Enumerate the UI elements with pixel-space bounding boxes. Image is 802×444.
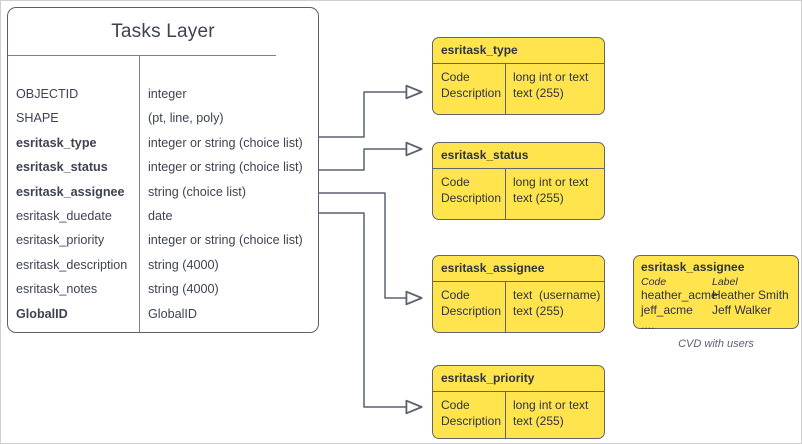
cvd-header-label: Label	[712, 276, 738, 288]
field-name: esritask_priority	[16, 233, 105, 248]
field-type: (pt, line, poly)	[148, 111, 224, 126]
field-type: integer or string (choice list)	[148, 233, 303, 248]
field-type: integer or string (choice list)	[148, 160, 303, 175]
table-row[interactable]: esritask_priority integer or string (choi…	[8, 228, 318, 252]
domain-column-divider	[505, 281, 506, 332]
domain-right-cell: text (username) text (255)	[513, 288, 601, 318]
field-name: esritask_type	[16, 135, 97, 150]
connector-priority	[319, 212, 423, 415]
field-type: string (4000)	[148, 257, 219, 272]
field-type: string (4000)	[148, 282, 219, 297]
cvd-box-esritask-assignee[interactable]: esritask_assignee Code Label heather_acm…	[633, 255, 799, 332]
field-name: SHAPE	[16, 111, 59, 126]
connector-status	[319, 141, 423, 171]
field-name: esritask_duedate	[16, 208, 112, 223]
field-name: esritask_assignee	[16, 184, 125, 199]
domain-box-esritask-priority[interactable]: esritask_priority Code Description long …	[432, 365, 605, 439]
field-name: esritask_status	[16, 160, 108, 175]
field-type: GlobalID	[148, 306, 197, 321]
field-name: GlobalID	[16, 306, 68, 321]
domain-right-cell: long int or text text (255)	[513, 70, 589, 100]
table-row[interactable]: esritask_notes string (4000)	[8, 277, 318, 301]
title-divider	[8, 55, 276, 56]
page-title: Tasks Layer	[111, 21, 215, 42]
domain-header-divider	[433, 168, 604, 169]
cvd-header-code: Code	[641, 276, 667, 288]
table-row[interactable]: SHAPE (pt, line, poly)	[8, 106, 318, 130]
domain-header-divider	[433, 63, 604, 64]
cvd-codes: heather_acme jeff_acme ....	[641, 288, 718, 332]
domain-title: esritask_assignee	[441, 261, 545, 275]
domain-header-divider	[433, 281, 604, 282]
domain-left-cell: Code Description	[441, 288, 502, 318]
domain-left-cell: Code Description	[441, 398, 502, 428]
table-row[interactable]: OBJECTID integer	[8, 82, 318, 106]
table-row[interactable]: esritask_duedate date	[8, 204, 318, 228]
table-row[interactable]: esritask_status integer or string (choice…	[8, 155, 318, 179]
cvd-title: esritask_assignee	[641, 260, 745, 274]
domain-column-divider	[505, 63, 506, 114]
field-name: esritask_description	[16, 257, 128, 272]
domain-title: esritask_type	[441, 43, 518, 57]
connector-assignee	[319, 192, 423, 306]
domain-box-esritask-status[interactable]: esritask_status Code Description long in…	[432, 142, 605, 220]
table-row[interactable]: esritask_assignee string (choice list)	[8, 180, 318, 204]
domain-column-divider	[505, 168, 506, 219]
table-row[interactable]: esritask_type integer or string (choice l…	[8, 131, 318, 155]
domain-column-divider	[505, 391, 506, 438]
domain-box-esritask-type[interactable]: esritask_type Code Description long int …	[432, 37, 605, 115]
cvd-labels: Heather Smith Jeff Walker	[712, 288, 789, 317]
table-row[interactable]: esritask_description string (4000)	[8, 253, 318, 277]
cvd-caption: CVD with users	[678, 338, 754, 350]
connector-type	[319, 84, 423, 138]
field-type: string (choice list)	[148, 184, 246, 199]
domain-left-cell: Code Description	[441, 70, 502, 100]
field-name: esritask_notes	[16, 282, 98, 297]
domain-title: esritask_priority	[441, 371, 535, 385]
domain-title: esritask_status	[441, 148, 529, 162]
domain-right-cell: long int or text text (255)	[513, 175, 589, 205]
domain-right-cell: long int or text text (255)	[513, 398, 589, 428]
domain-box-esritask-assignee[interactable]: esritask_assignee Code Description text …	[432, 255, 605, 333]
column-divider	[139, 55, 140, 333]
field-type: integer	[148, 87, 187, 101]
domain-header-divider	[433, 391, 604, 392]
field-type: date	[148, 208, 173, 223]
field-name: OBJECTID	[16, 87, 79, 101]
field-type: integer or string (choice list)	[148, 135, 303, 150]
domain-left-cell: Code Description	[441, 175, 502, 205]
table-row[interactable]: GlobalID GlobalID	[8, 302, 318, 326]
